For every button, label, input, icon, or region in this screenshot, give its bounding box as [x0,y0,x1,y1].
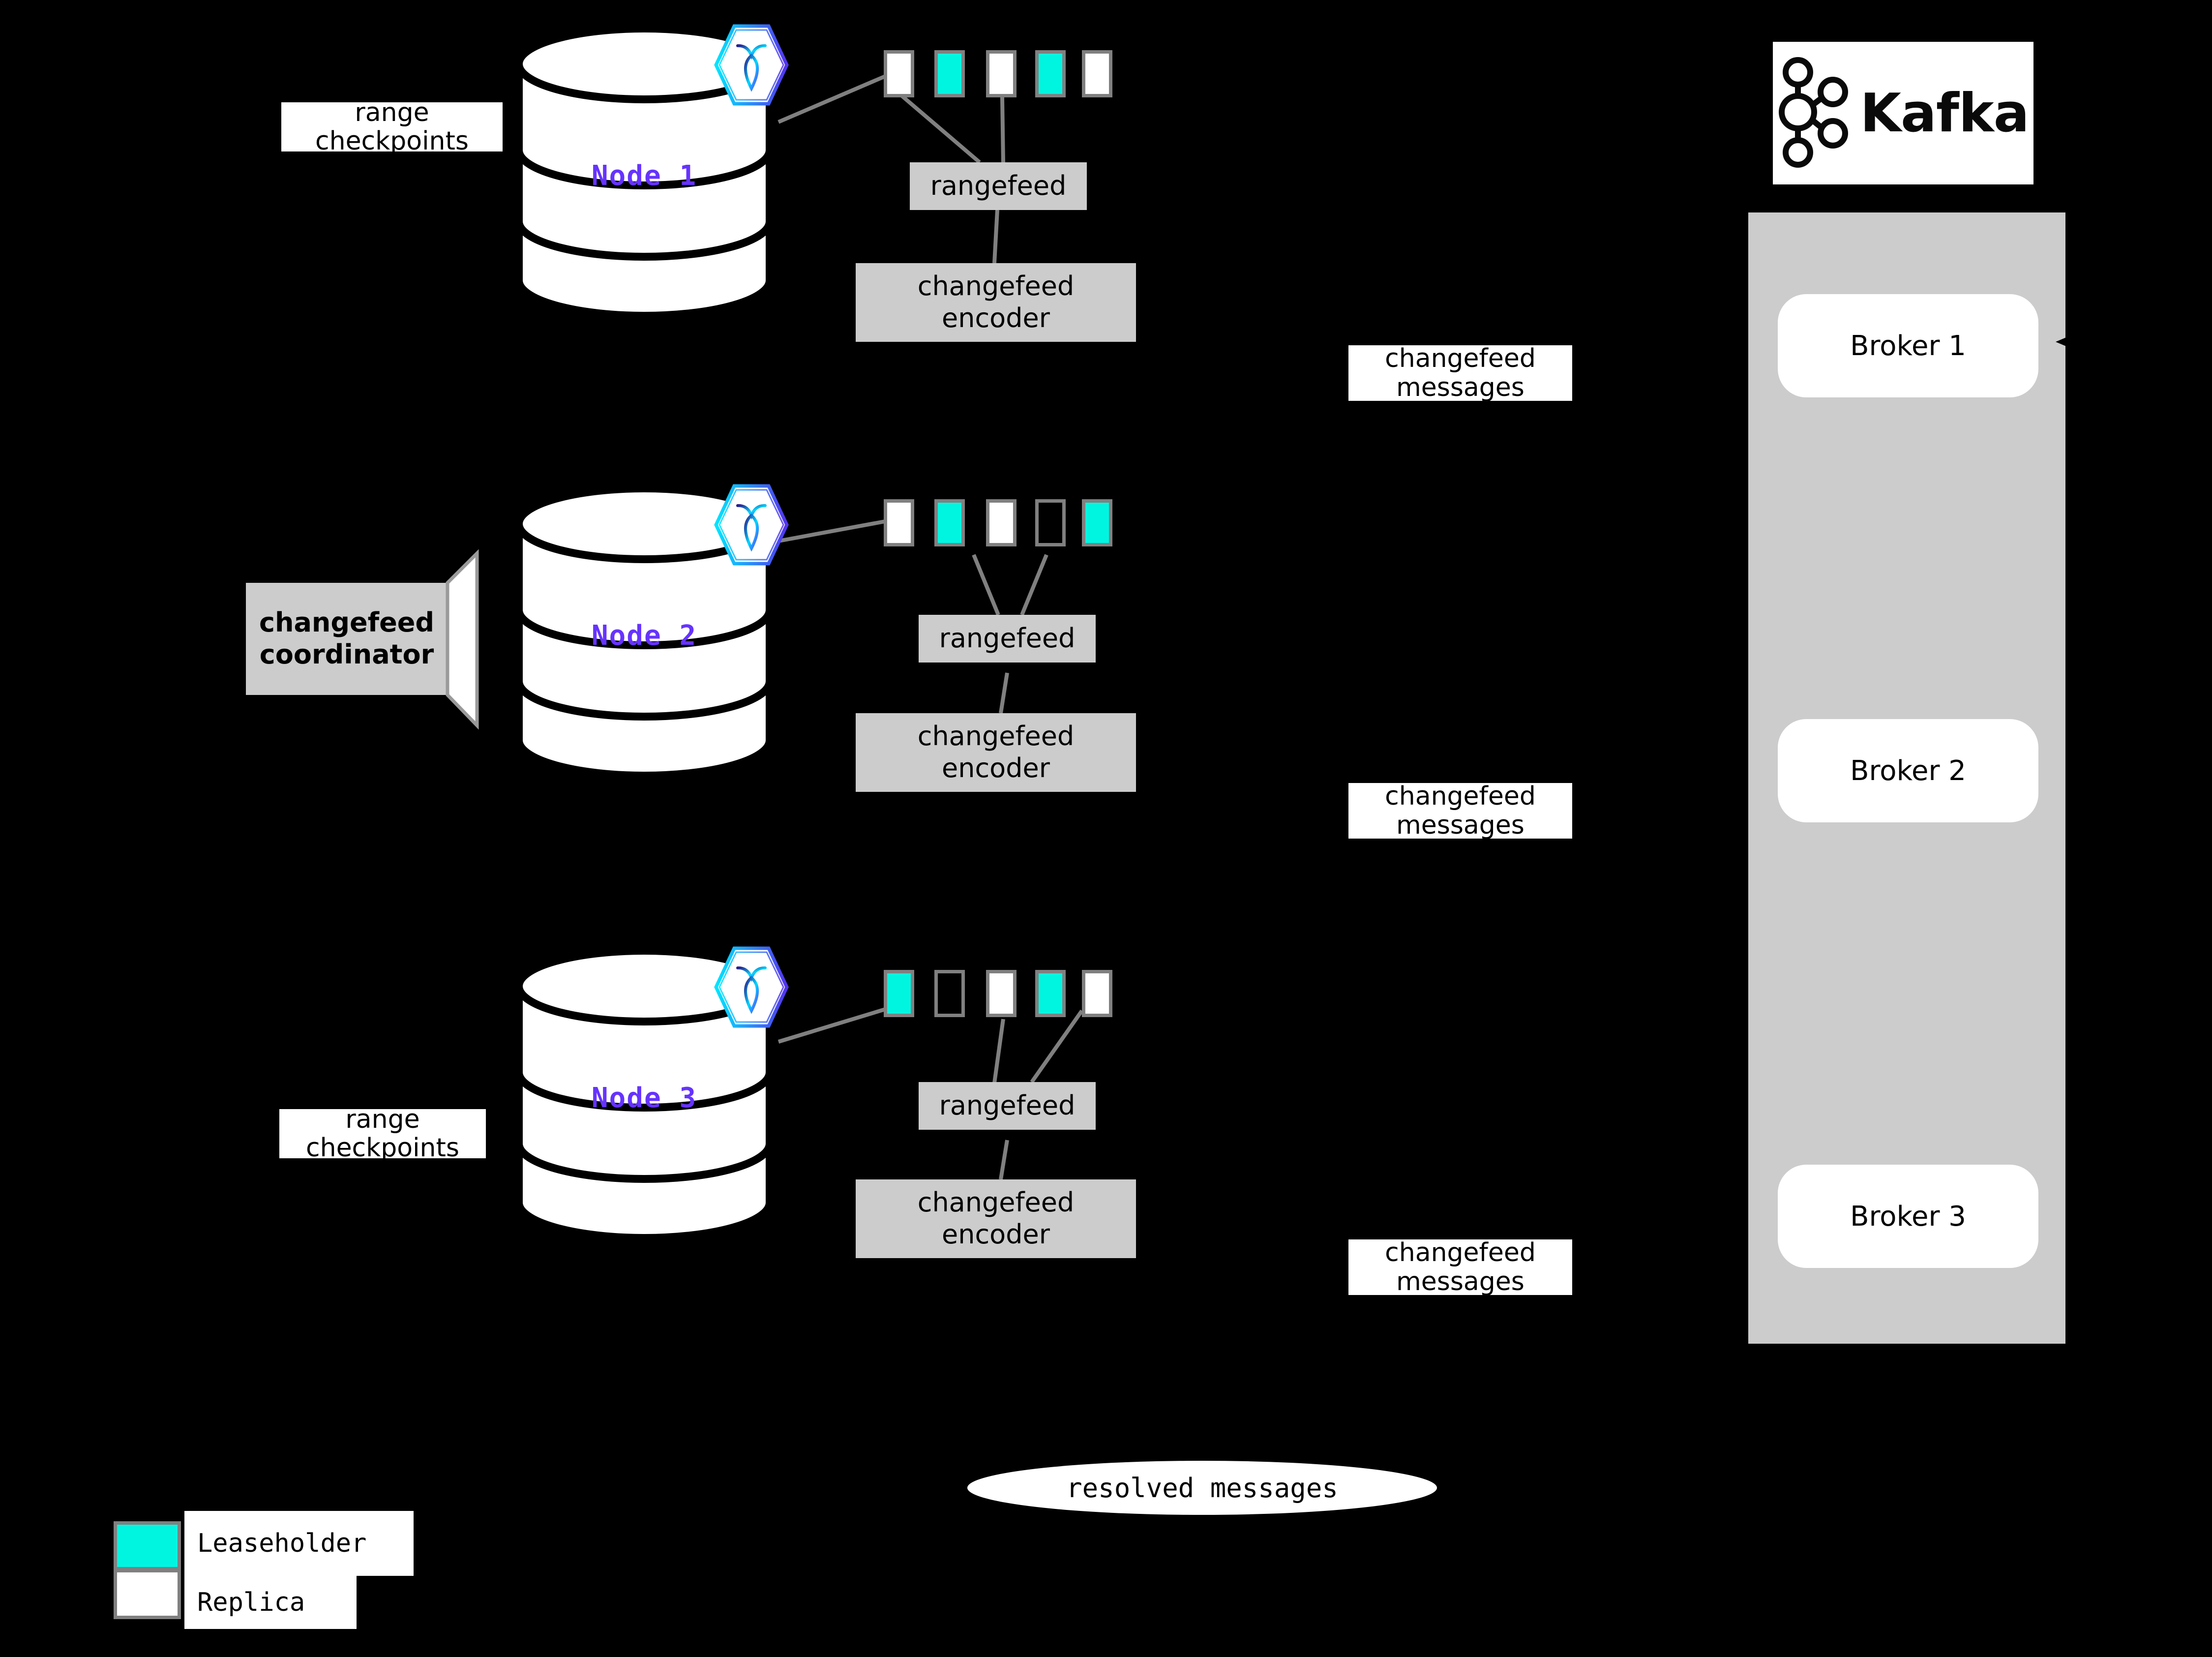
kafka-wordmark: Kafka [1860,82,2029,144]
rangefeed-box-node1[interactable]: rangefeed [910,162,1087,210]
cockroachdb-hex-icon-node1 [712,22,791,108]
range-node1-5[interactable] [1082,50,1112,97]
cockroachdb-hex-icon-node2 [712,482,791,568]
broker-2[interactable]: Broker 2 [1778,719,2038,822]
range-node1-1[interactable] [884,50,914,97]
range-node1-2[interactable] [934,50,965,97]
changefeed-messages-label-node1: changefeed messages [1348,344,1572,402]
legend-label-leaseholder: Leaseholder [184,1511,414,1576]
node-1-cylinder: Node 1 [514,25,775,330]
range-node2-3[interactable] [986,499,1016,546]
changefeed-encoder-box-node1[interactable]: changefeed encoder [856,263,1136,342]
range-node3-4[interactable] [1035,970,1066,1017]
range-node1-3[interactable] [986,50,1016,97]
range-checkpoints-label-node1: range checkpoints [281,98,503,155]
leaseholder-swatch-icon [114,1521,181,1570]
changefeed-coordinator-label: changefeed coordinator [259,607,434,670]
cockroachdb-hex-icon-node3 [712,944,791,1030]
rangefeed-box-node3[interactable]: rangefeed [919,1082,1096,1130]
legend-label-replica: Replica [184,1576,357,1629]
resolved-messages-pill: resolved messages [967,1461,1437,1515]
range-node3-1[interactable] [884,970,914,1017]
rangefeed-box-node2[interactable]: rangefeed [919,615,1096,663]
range-node2-5[interactable] [1082,499,1112,546]
changefeed-coordinator-shape: changefeed coordinator [246,548,526,730]
broker-1[interactable]: Broker 1 [1778,294,2038,397]
range-node1-4[interactable] [1035,50,1066,97]
range-node2-1[interactable] [884,499,914,546]
broker-3[interactable]: Broker 3 [1778,1165,2038,1268]
changefeed-messages-label-node2: changefeed messages [1348,782,1572,840]
changefeed-messages-label-node3: changefeed messages [1348,1238,1572,1296]
range-node2-4[interactable] [1035,499,1066,546]
range-node2-2[interactable] [934,499,965,546]
kafka-logo-box: Kafka [1773,42,2033,184]
range-node3-3[interactable] [986,970,1016,1017]
replica-swatch-icon [114,1569,181,1619]
range-node3-2[interactable] [934,970,965,1017]
range-checkpoints-label-node3: range checkpoints [279,1105,486,1162]
changefeed-encoder-box-node2[interactable]: changefeed encoder [856,713,1136,792]
changefeed-encoder-box-node3[interactable]: changefeed encoder [856,1179,1136,1258]
kafka-inbound-arrow-icon [2056,331,2083,353]
range-node3-5[interactable] [1082,970,1112,1017]
kafka-logo-icon [1777,56,1851,171]
